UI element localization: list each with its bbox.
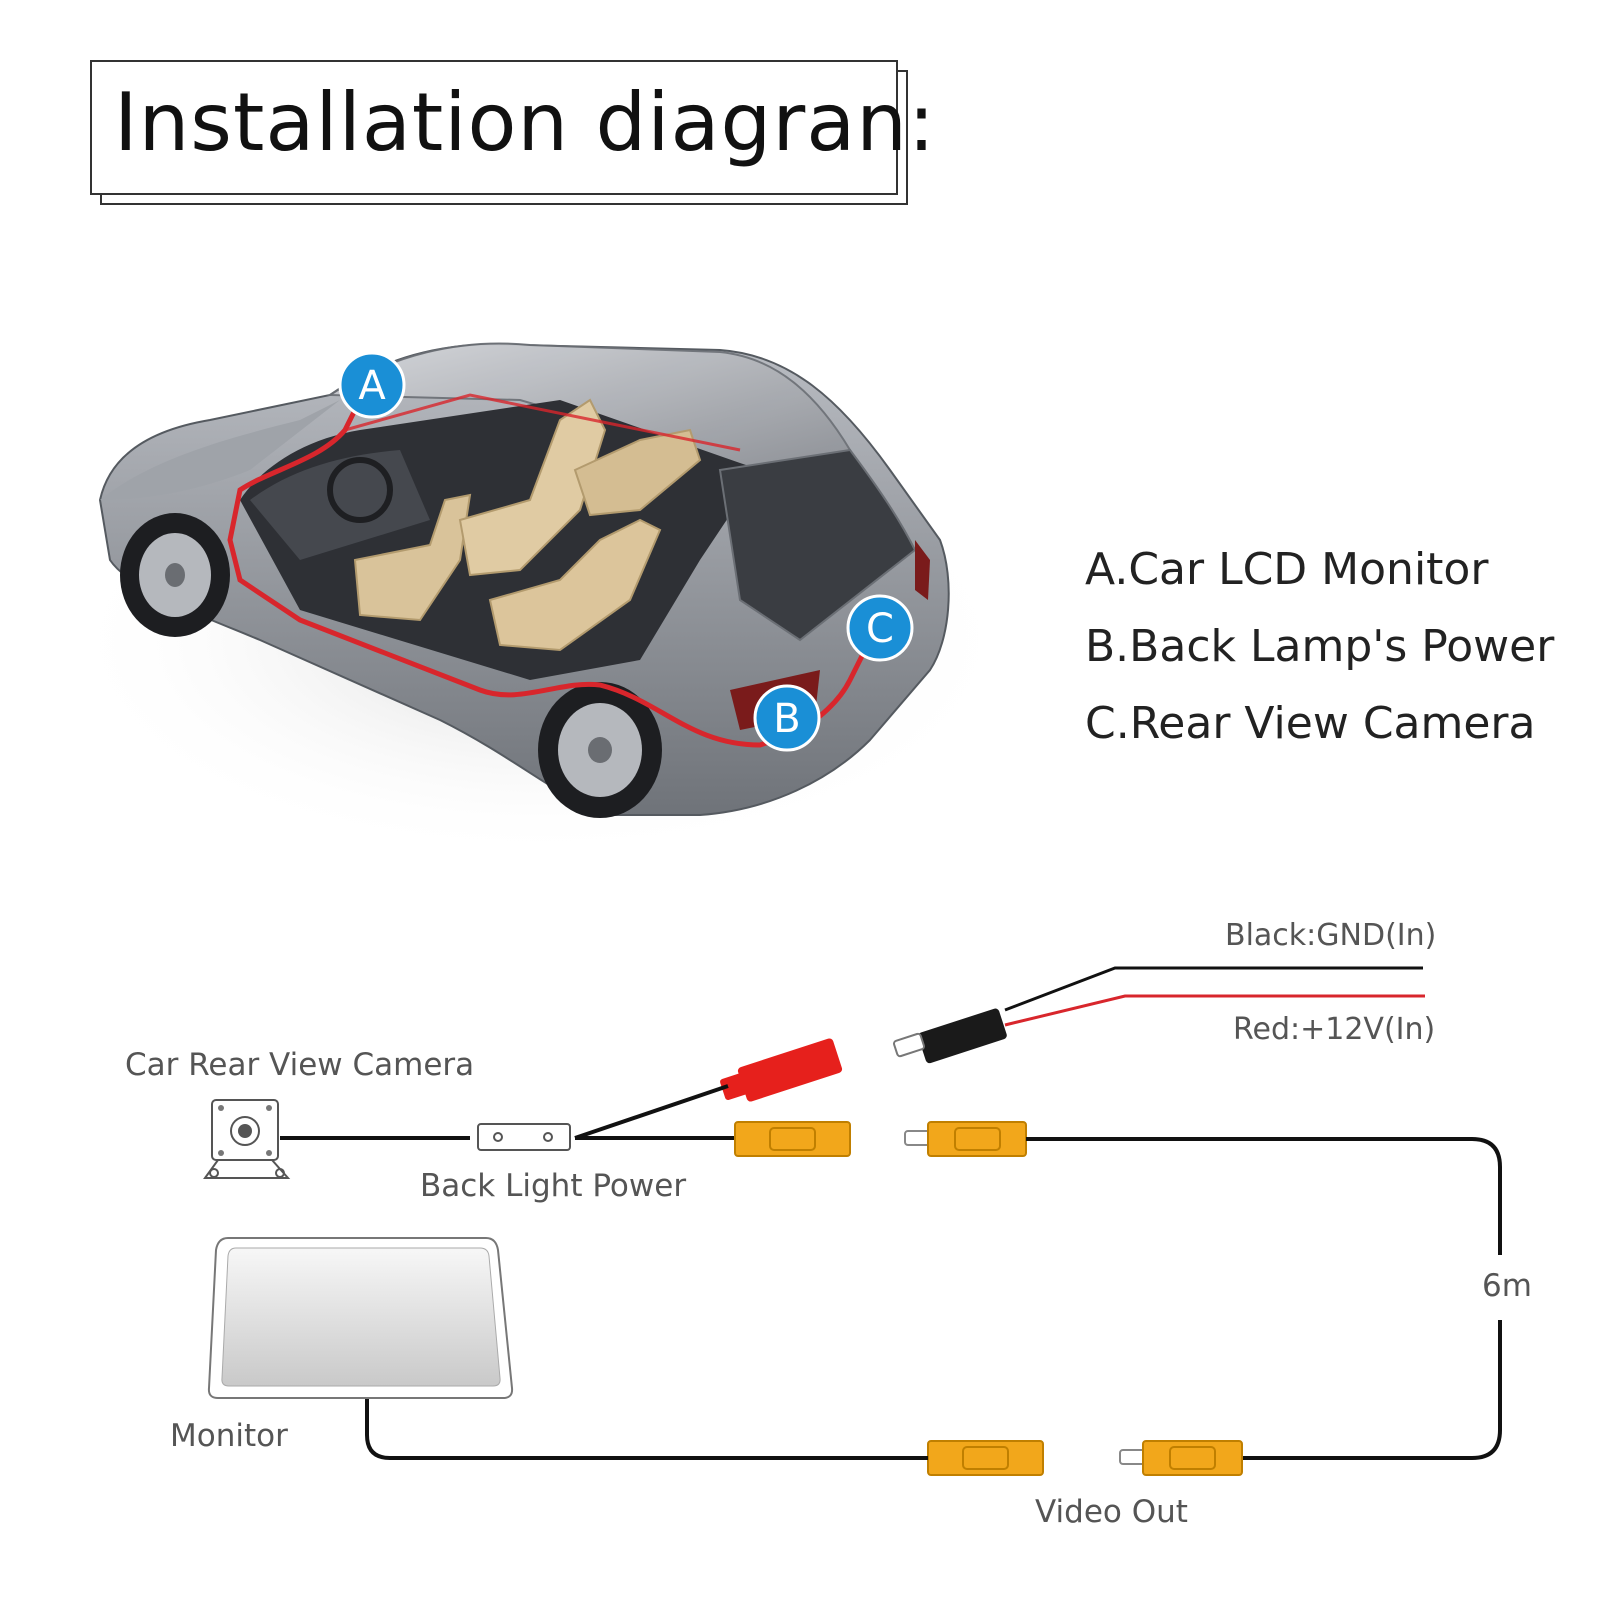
cable-route-roof	[344, 393, 741, 452]
power-plug-male	[720, 1038, 843, 1102]
camera-label: Car Rear View Camera	[125, 1047, 475, 1083]
monitor-cable	[365, 1398, 928, 1460]
red-wire-label: Red:+12V(In)	[1233, 1012, 1436, 1047]
video-out-label: Video Out	[1035, 1494, 1188, 1530]
black-wire-label: Black:GND(In)	[1225, 918, 1437, 953]
monitor-graphic	[207, 1237, 514, 1399]
power-plug-female	[892, 1008, 1007, 1064]
rear-wheel	[538, 682, 662, 818]
rca-connector-2	[904, 1121, 1027, 1157]
legend-item-b: B.Back Lamp's Power	[1085, 621, 1555, 672]
monitor-label: Monitor	[170, 1418, 288, 1454]
extension-cable-top	[1026, 1137, 1502, 1255]
marker-b: B	[753, 684, 821, 752]
car-hood	[100, 400, 340, 500]
red-wire	[1004, 994, 1425, 1027]
rear-seat-back	[573, 428, 702, 517]
power-lead-cable	[574, 1084, 729, 1140]
page-title: Installation diagran:	[114, 76, 936, 169]
marker-b-label: B	[773, 696, 800, 742]
rca-connector-3	[1119, 1440, 1243, 1476]
marker-c: C	[846, 594, 914, 662]
rca-connector-4	[927, 1440, 1044, 1476]
title-box: Installation diagran:	[90, 60, 935, 195]
front-wheel	[120, 513, 230, 637]
marker-a: A	[338, 351, 406, 419]
cable-length-label: 6m	[1482, 1268, 1532, 1304]
rca-connector-1	[734, 1121, 851, 1157]
tail-light-right	[915, 540, 930, 600]
rear-seat	[488, 518, 662, 652]
marker-c-label: C	[866, 606, 894, 652]
legend: A.Car LCD Monitor B.Back Lamp's Power C.…	[1085, 540, 1554, 771]
legend-item-a: A.Car LCD Monitor	[1085, 544, 1489, 595]
marker-a-label: A	[358, 363, 386, 409]
car-rear-window	[718, 448, 917, 642]
back-light-label: Back Light Power	[420, 1168, 687, 1204]
wiring-diagram	[203, 966, 1502, 1476]
rear-camera-graphic	[203, 1099, 291, 1179]
back-light-splitter	[477, 1123, 571, 1151]
black-wire	[1004, 966, 1423, 1012]
legend-item-c: C.Rear View Camera	[1085, 698, 1536, 749]
car-illustration: A B C	[60, 342, 1020, 860]
title-frame: Installation diagran:	[90, 60, 935, 205]
front-seat-right	[458, 398, 607, 577]
extension-cable-bottom	[1242, 1320, 1502, 1460]
steering-wheel	[327, 457, 393, 523]
